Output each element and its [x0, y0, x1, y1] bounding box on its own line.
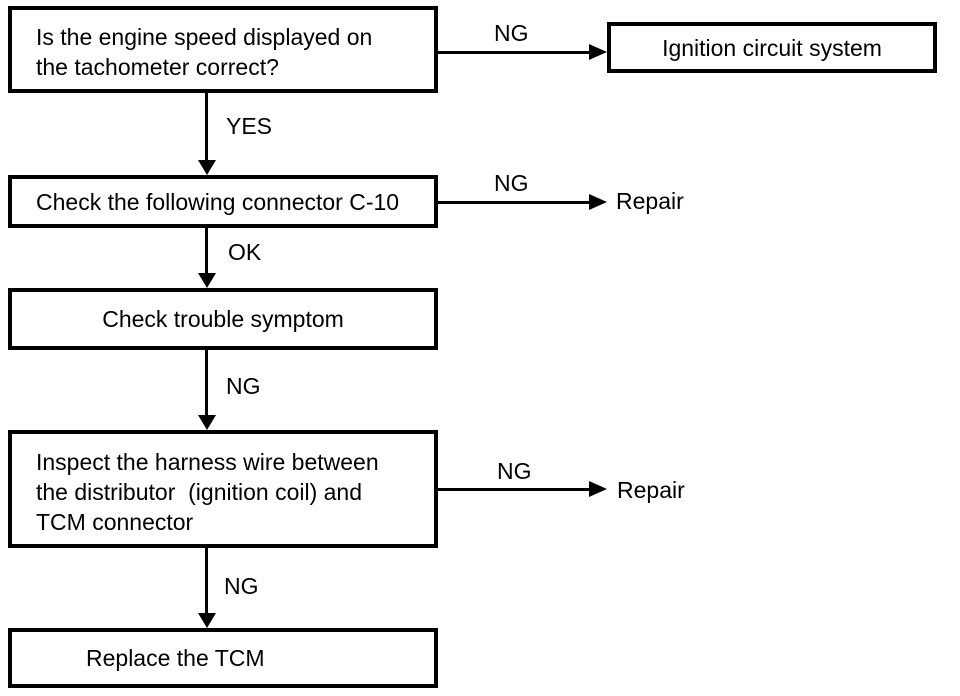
- arrowhead-down-ok-icon: [198, 273, 216, 288]
- arrowhead-down-ng-symptom-icon: [198, 415, 216, 430]
- label-ok-connector: OK: [228, 239, 262, 265]
- label-ng-harness-branch: NG: [497, 458, 532, 484]
- connector-line-ng-harness-down: [205, 548, 208, 614]
- connector-line-ng-symptom-down: [205, 350, 208, 416]
- flow-box-inspect-harness: Inspect the harness wire between the dis…: [8, 430, 438, 548]
- flow-box-replace-tcm: Replace the TCM: [8, 628, 438, 688]
- flow-box-ignition-circuit-system: Ignition circuit system: [607, 22, 937, 73]
- arrowhead-right-repair-1-icon: [589, 194, 607, 210]
- connector-line-yes-down: [205, 92, 208, 162]
- arrowhead-down-ng-harness-icon: [198, 613, 216, 628]
- flow-box-tachometer-question: Is the engine speed displayed on the tac…: [8, 6, 438, 93]
- label-ng-harness-down: NG: [224, 573, 259, 599]
- connector-line-ok-down: [205, 227, 208, 274]
- label-ng-tachometer: NG: [494, 20, 529, 46]
- connector-line-ng-to-ignition: [438, 51, 590, 54]
- label-repair-connector: Repair: [616, 188, 684, 214]
- connector-line-ng-to-repair-1: [438, 201, 590, 204]
- label-ng-connector: NG: [494, 170, 529, 196]
- flow-box-check-trouble-symptom: Check trouble symptom: [8, 288, 438, 350]
- label-repair-harness: Repair: [617, 477, 685, 503]
- label-yes-tachometer: YES: [226, 113, 273, 139]
- arrowhead-right-ignition-icon: [589, 44, 607, 60]
- arrowhead-right-repair-2-icon: [589, 481, 607, 497]
- label-ng-symptom: NG: [226, 373, 261, 399]
- arrowhead-down-yes-icon: [198, 160, 216, 175]
- connector-line-ng-to-repair-2: [438, 488, 590, 491]
- flow-box-check-connector-c10: Check the following connector C-10: [8, 175, 438, 228]
